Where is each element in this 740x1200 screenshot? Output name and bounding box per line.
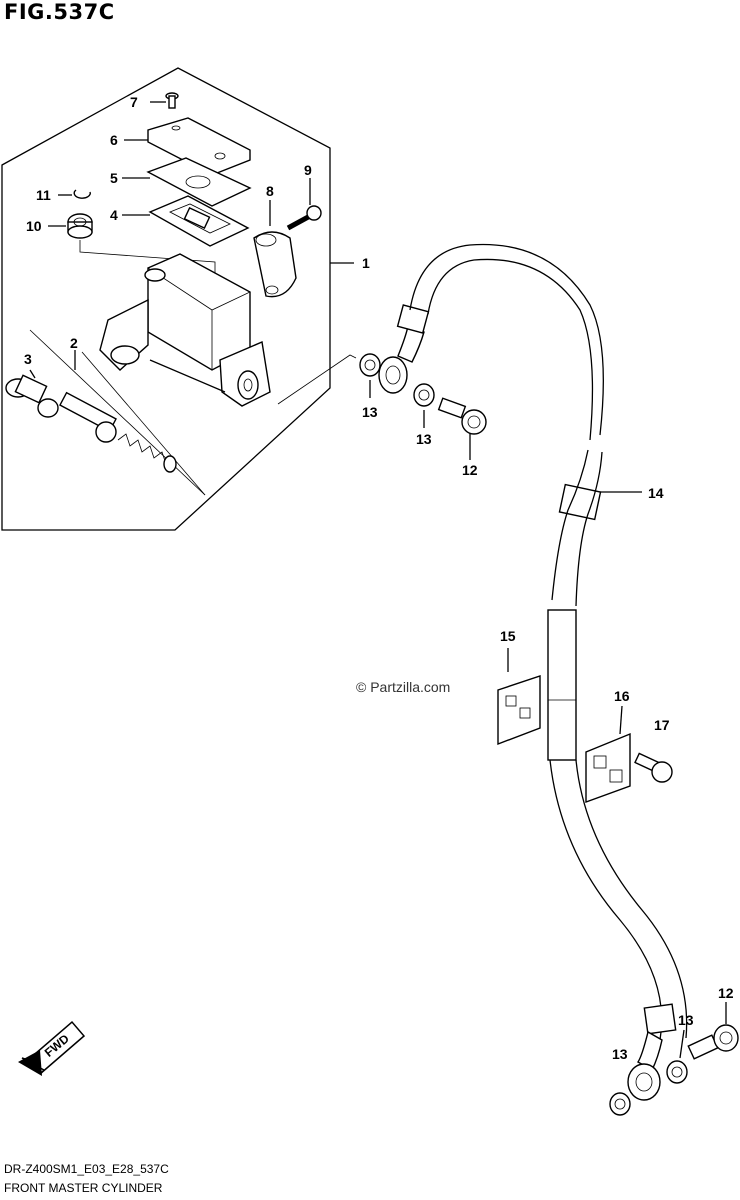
callout-15: 15 xyxy=(500,628,516,644)
part-7-screw[interactable] xyxy=(150,92,179,109)
part-10-boot[interactable] xyxy=(48,213,93,239)
callout-11: 11 xyxy=(36,187,51,203)
callout-3: 3 xyxy=(24,351,32,367)
callout-13-b: 13 xyxy=(416,431,432,447)
callout-9: 9 xyxy=(304,162,312,178)
callout-10: 10 xyxy=(26,218,42,234)
figure-caption: FRONT MASTER CYLINDER xyxy=(4,1181,163,1195)
part-15-bracket[interactable] xyxy=(497,648,541,746)
part-13-washer-lower-a[interactable] xyxy=(609,1092,631,1116)
callout-13-d: 13 xyxy=(612,1046,628,1062)
callout-17: 17 xyxy=(654,717,670,733)
part-5-plate[interactable] xyxy=(122,157,252,207)
part-2-3-piston-kit[interactable] xyxy=(5,329,206,496)
callout-1: 1 xyxy=(362,255,370,271)
callout-2: 2 xyxy=(70,335,78,351)
part-13-washer-lower-b[interactable] xyxy=(666,1029,688,1084)
fwd-arrow-icon: FWD xyxy=(18,1020,86,1076)
part-8-clamp[interactable] xyxy=(253,200,297,298)
callout-8: 8 xyxy=(266,183,274,199)
part-17-bolt[interactable] xyxy=(634,752,673,783)
watermark: © Partzilla.com xyxy=(356,679,450,695)
part-13-washer-upper-a[interactable] xyxy=(359,353,381,398)
part-9-bolt[interactable] xyxy=(286,178,322,231)
callout-16: 16 xyxy=(614,688,630,704)
part-12-banjo-bolt-lower[interactable] xyxy=(687,1002,739,1060)
part-4-diaphragm[interactable] xyxy=(122,195,250,247)
callout-12: 12 xyxy=(462,462,478,478)
part-12-banjo-bolt-upper[interactable] xyxy=(437,397,487,460)
part-1-master-cylinder-body[interactable] xyxy=(99,253,271,407)
part-6-cap[interactable] xyxy=(124,117,251,176)
callout-7: 7 xyxy=(130,94,138,110)
figure-code: DR-Z400SM1_E03_E28_537C xyxy=(4,1162,169,1176)
callout-4: 4 xyxy=(110,207,118,223)
callout-6: 6 xyxy=(110,132,118,148)
figure-title: FIG.537C xyxy=(4,0,115,24)
part-11-circlip[interactable] xyxy=(58,189,91,199)
callout-12-b: 12 xyxy=(718,985,734,1001)
part-13-washer-upper-b[interactable] xyxy=(413,383,435,428)
callout-13-c: 13 xyxy=(678,1012,694,1028)
part-16-bracket[interactable] xyxy=(585,705,631,803)
part-14-brake-hose[interactable] xyxy=(378,243,688,1101)
callout-14: 14 xyxy=(648,485,664,501)
callout-13: 13 xyxy=(362,404,378,420)
assembly-boundary xyxy=(1,67,331,531)
callout-5: 5 xyxy=(110,170,118,186)
